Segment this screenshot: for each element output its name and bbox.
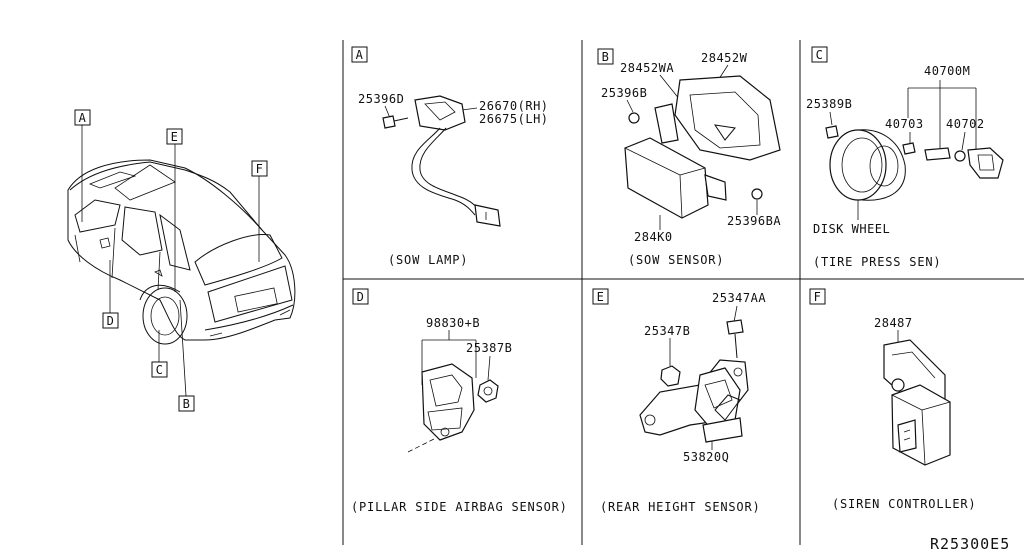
callout-d: D [102, 312, 119, 329]
part-label: 40702 [946, 117, 985, 131]
svg-text:A: A [79, 111, 87, 125]
callout-e: E [166, 128, 183, 145]
svg-text:B: B [183, 397, 191, 411]
svg-text:E: E [171, 130, 179, 144]
callout-b: B [178, 395, 195, 412]
svg-text:C: C [156, 363, 164, 377]
part-label: 26670(RH) [479, 99, 549, 113]
part-label: 98830+B [426, 316, 480, 330]
panel-c-caption: (TIRE PRESS SEN) [813, 255, 941, 269]
part-label: 28452W [701, 51, 748, 65]
part-label: 40703 [885, 117, 924, 131]
panel-a-letter: A [356, 48, 364, 62]
part-label: 25396BA [727, 214, 781, 228]
panel-e: E 25347AA 25347B 53820Q (REAR HEIGHT SEN… [592, 288, 766, 514]
part-label: 25347B [644, 324, 690, 338]
svg-text:D: D [107, 314, 115, 328]
callout-a: A [74, 109, 91, 126]
panel-d-letter: D [357, 290, 365, 304]
part-label: DISK WHEEL [813, 222, 890, 236]
panel-f-caption: (SIREN CONTROLLER) [832, 497, 976, 511]
part-label: 28452WA [620, 61, 674, 75]
panel-b-letter: B [602, 50, 610, 64]
panel-e-caption: (REAR HEIGHT SENSOR) [600, 500, 761, 514]
panel-grid [342, 40, 1024, 545]
panel-a-caption: (SOW LAMP) [388, 253, 468, 267]
part-label: 40700M [924, 64, 970, 78]
callout-c: C [151, 361, 168, 378]
vehicle-illustration [67, 159, 296, 345]
panel-e-letter: E [597, 290, 605, 304]
panel-b-caption: (SOW SENSOR) [628, 253, 724, 267]
part-label: 25389B [806, 97, 852, 111]
panel-d-caption: (PILLAR SIDE AIRBAG SENSOR) [351, 500, 568, 514]
part-label: 284K0 [634, 230, 673, 244]
panel-d: D 98830+B 25387B (PILLAR SIDE AIRBAG SEN… [351, 288, 568, 514]
panel-f-letter: F [814, 290, 822, 304]
panel-f: F 28487 (SIREN CONTROLLER) [809, 288, 976, 511]
vehicle-leaders [81, 125, 260, 397]
part-label: 25347AA [712, 291, 766, 305]
callout-f: F [251, 160, 268, 177]
part-label: 28487 [874, 316, 913, 330]
panel-c: C 40700M 25389B 40703 40702 DISK WHEEL (… [806, 46, 1004, 269]
part-label: 53820Q [683, 450, 729, 464]
part-label: 25396D [358, 92, 404, 106]
panel-c-letter: C [816, 48, 824, 62]
part-label: 25396B [601, 86, 647, 100]
part-label: 25387B [466, 341, 512, 355]
svg-text:F: F [256, 162, 264, 176]
part-label: 26675(LH) [479, 112, 549, 126]
panel-b: B 28452WA 28452W 25396B 284K0 25396BA (S… [597, 48, 781, 267]
panel-a: A 25396D 26670(RH) 26675(LH) (SOW LAMP) [351, 46, 549, 267]
diagram-ref: R25300E5 [930, 535, 1010, 553]
